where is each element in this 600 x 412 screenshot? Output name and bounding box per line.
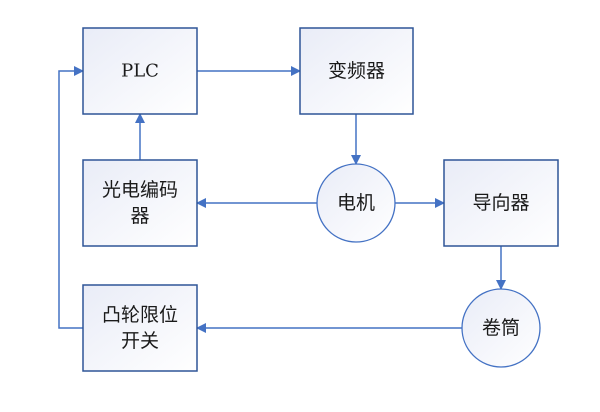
node-motor: 电机 — [316, 163, 396, 243]
node-guide-shape — [443, 159, 559, 247]
node-plc: PLC — [82, 27, 198, 115]
node-plc-label: PLC — [121, 61, 159, 82]
node-drum-shape — [461, 288, 541, 368]
node-guide-label: 导向器 — [472, 192, 529, 214]
node-encoder-label: 器 — [130, 205, 149, 227]
node-cam-switch-label: 凸轮限位 — [102, 304, 178, 326]
node-motor-label: 电机 — [337, 192, 375, 214]
node-encoder-label: 光电编码 — [102, 179, 178, 201]
node-inverter-shape — [299, 27, 414, 115]
node-cam-switch-shape — [82, 284, 198, 372]
node-motor-shape — [316, 163, 396, 243]
node-drum-label: 卷筒 — [482, 317, 520, 339]
node-encoder-shape — [82, 159, 198, 247]
node-inverter: 变频器 — [299, 27, 414, 115]
node-plc-shape — [82, 27, 198, 115]
node-drum: 卷筒 — [461, 288, 541, 368]
arrow-cam-switch-to-plc — [58, 66, 84, 329]
node-cam-switch-label: 开关 — [121, 330, 159, 352]
node-guide: 导向器 — [443, 159, 559, 247]
node-inverter-label: 变频器 — [328, 60, 385, 82]
